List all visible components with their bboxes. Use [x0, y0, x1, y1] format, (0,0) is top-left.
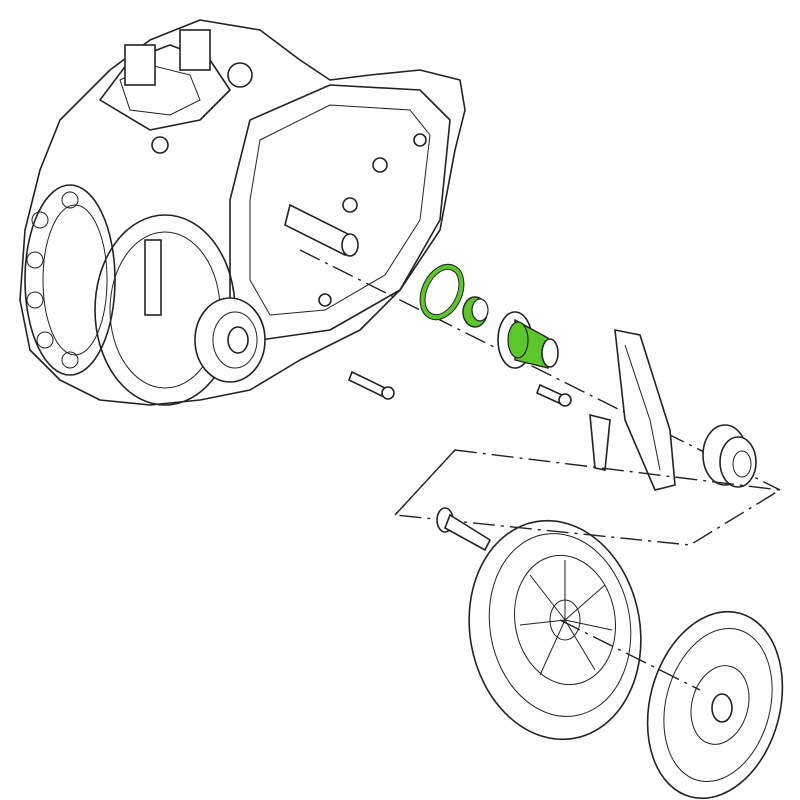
end-cover [24, 184, 116, 376]
input-shaft [284, 203, 359, 257]
release-lever [589, 329, 676, 491]
drive-flange [94, 214, 266, 406]
guide-sleeve [497, 311, 559, 369]
clutch-disc [646, 610, 784, 800]
bolt-left [347, 370, 395, 400]
boundary-edge [394, 449, 456, 516]
gearbox-housing [19, 19, 466, 406]
release-bearing [702, 424, 757, 488]
assembly-axis-line [299, 249, 781, 491]
circlip-ring [419, 263, 465, 321]
seal-ring [462, 296, 489, 328]
clutch-axis-line [559, 619, 701, 691]
bolt-sleeve [535, 383, 572, 407]
pressure-plate [468, 519, 642, 741]
clutch-bolt [436, 507, 492, 552]
